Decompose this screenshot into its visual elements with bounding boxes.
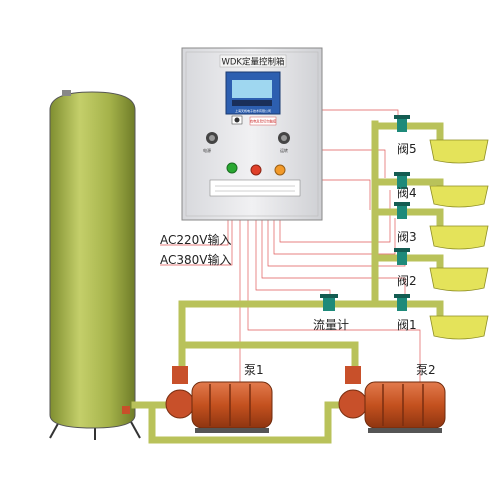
bucket-2 (429, 267, 489, 292)
control-cabinet: WDK定量控制箱 上海天帆电子技术有限公司 有电危险切勿触摸 电源 运转 (181, 47, 323, 221)
valve-5-label: 阀5 (397, 142, 417, 156)
ac380-input-label: AC380V输入 (160, 252, 232, 267)
pump2-label: 泵2 (416, 363, 436, 377)
buckets (429, 139, 489, 340)
pump1-label: 泵1 (244, 363, 264, 377)
bucket-3 (429, 225, 489, 250)
flowmeter-label: 流量计 (313, 318, 349, 332)
storage-tank (49, 90, 141, 440)
valve-4-icon (394, 172, 410, 189)
ac220-input-label: AC220V输入 (160, 232, 232, 247)
valve-4-label: 阀4 (397, 186, 417, 200)
pump-2 (338, 366, 446, 433)
valve-2-icon (394, 248, 410, 265)
bucket-4 (429, 185, 489, 208)
knob-left-label: 电源 (203, 147, 211, 153)
valve-3-label: 阀3 (397, 230, 417, 244)
indicator-amber (274, 164, 286, 176)
bucket-1 (429, 315, 489, 340)
display-caption: 上海天帆电子技术有限公司 (235, 108, 271, 113)
indicator-red (250, 164, 262, 176)
valve-5-icon (394, 115, 410, 132)
valve-icons (320, 115, 410, 311)
bucket-5 (429, 139, 489, 164)
valve-1-label: 阀1 (397, 318, 417, 332)
warning-label: 有电危险切勿触摸 (250, 119, 277, 124)
pump-1 (165, 366, 273, 433)
knob-right-label: 运转 (280, 147, 288, 153)
flowmeter-icon (320, 294, 338, 311)
indicator-green (226, 162, 238, 174)
valve-1-icon (394, 294, 410, 311)
valve-2-label: 阀2 (397, 274, 417, 288)
cabinet-title: WDK定量控制箱 (221, 57, 285, 68)
valve-3-icon (394, 202, 410, 219)
